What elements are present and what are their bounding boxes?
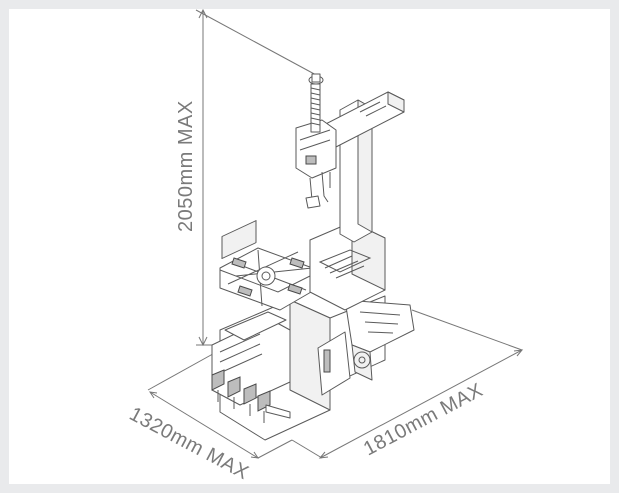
tool-shaft (308, 73, 324, 133)
width-dimension (291, 309, 524, 459)
depth-dimension (147, 349, 293, 459)
foot-pedals (211, 369, 291, 423)
turntable (219, 247, 319, 311)
width-dimension-label: 1810mm MAX (360, 379, 487, 460)
height-dimension-label: 2050mm MAX (175, 100, 197, 232)
tyre-changer-machine (211, 73, 415, 441)
height-dimension (195, 8, 319, 347)
